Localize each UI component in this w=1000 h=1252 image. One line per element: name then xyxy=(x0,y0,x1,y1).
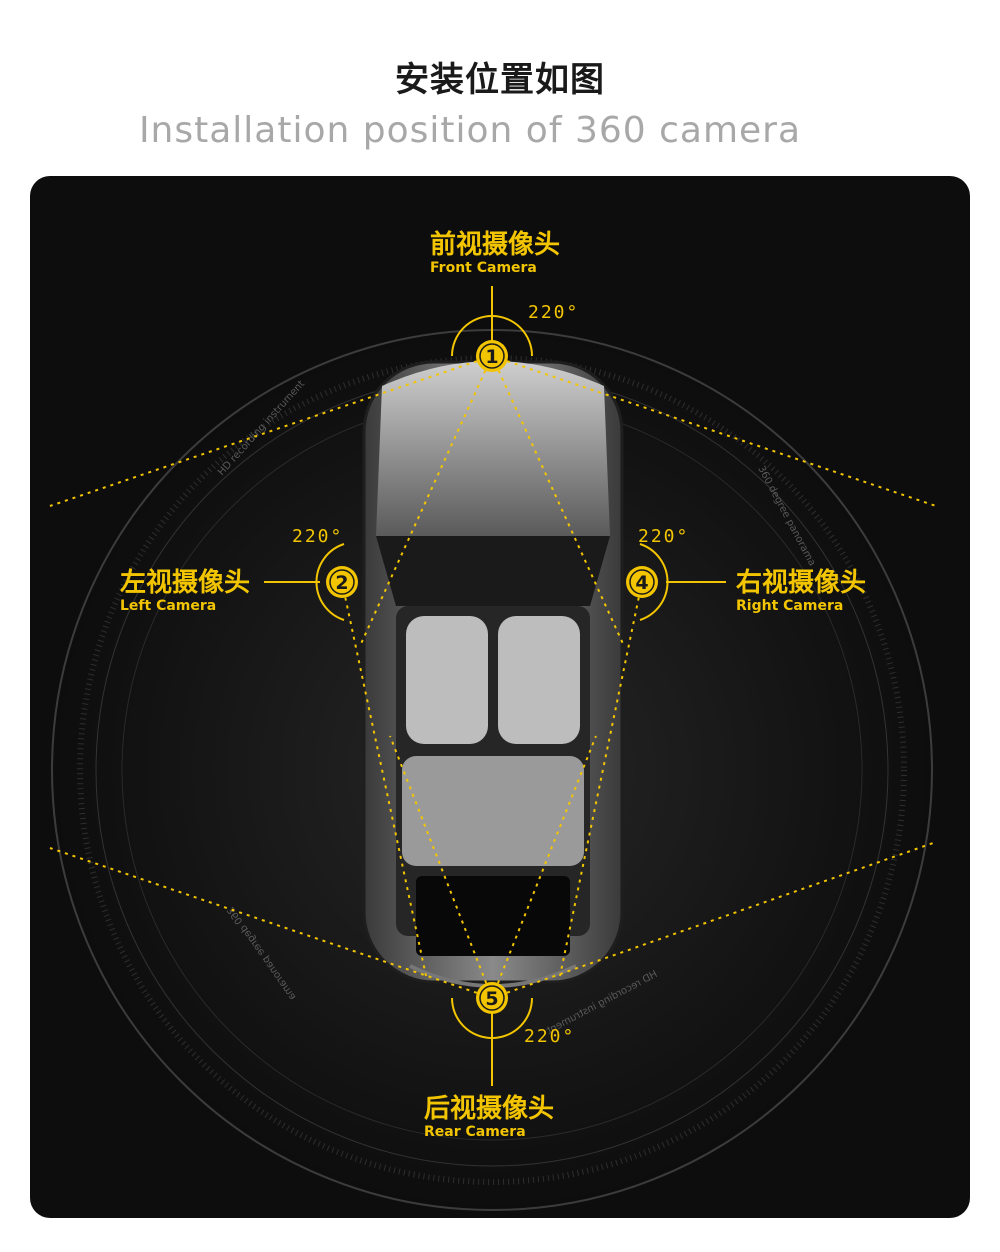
diagram-svg: HD recording instrument 360 degree panor… xyxy=(49,286,937,1211)
camera-number-rear: 5 xyxy=(485,988,498,1010)
camera-marker-rear: 5 xyxy=(476,982,508,1014)
camera-marker-left: 2 xyxy=(326,566,358,598)
rear-camera-angle: 220° xyxy=(524,1026,576,1047)
rear-camera-label-en: Rear Camera xyxy=(424,1124,526,1140)
page-title: 安装位置如图 xyxy=(395,60,605,100)
right-camera-label: 右视摄像头 Right Camera xyxy=(736,568,866,614)
view-lines xyxy=(49,355,937,999)
camera-marker-right: 4 xyxy=(626,566,658,598)
rear-camera-label: 后视摄像头 Rear Camera xyxy=(424,1094,554,1140)
camera-marker-front: 1 xyxy=(476,340,508,372)
front-camera-label: 前视摄像头 Front Camera xyxy=(430,230,560,276)
right-camera-label-cn: 右视摄像头 xyxy=(736,568,867,598)
camera-number-front: 1 xyxy=(485,346,498,368)
left-camera-label-en: Left Camera xyxy=(120,598,217,614)
rear-camera-label-cn: 后视摄像头 xyxy=(424,1094,555,1124)
page-subtitle: Installation position of 360 camera xyxy=(138,110,802,151)
diagram-panel: HD recording instrument 360 degree panor… xyxy=(30,176,970,1218)
right-camera-angle: 220° xyxy=(638,526,690,547)
angle-arcs xyxy=(315,315,669,1039)
right-camera-label-en: Right Camera xyxy=(736,598,844,614)
left-camera-label-cn: 左视摄像头 xyxy=(120,568,251,598)
camera-number-right: 4 xyxy=(635,572,648,594)
front-camera-label-en: Front Camera xyxy=(430,260,537,276)
camera-number-left: 2 xyxy=(335,572,348,594)
front-camera-angle: 220° xyxy=(528,302,580,323)
car-top-view xyxy=(362,360,624,988)
left-camera-angle: 220° xyxy=(292,526,344,547)
left-camera-label: 左视摄像头 Left Camera xyxy=(120,568,250,614)
front-camera-label-cn: 前视摄像头 xyxy=(430,230,561,260)
